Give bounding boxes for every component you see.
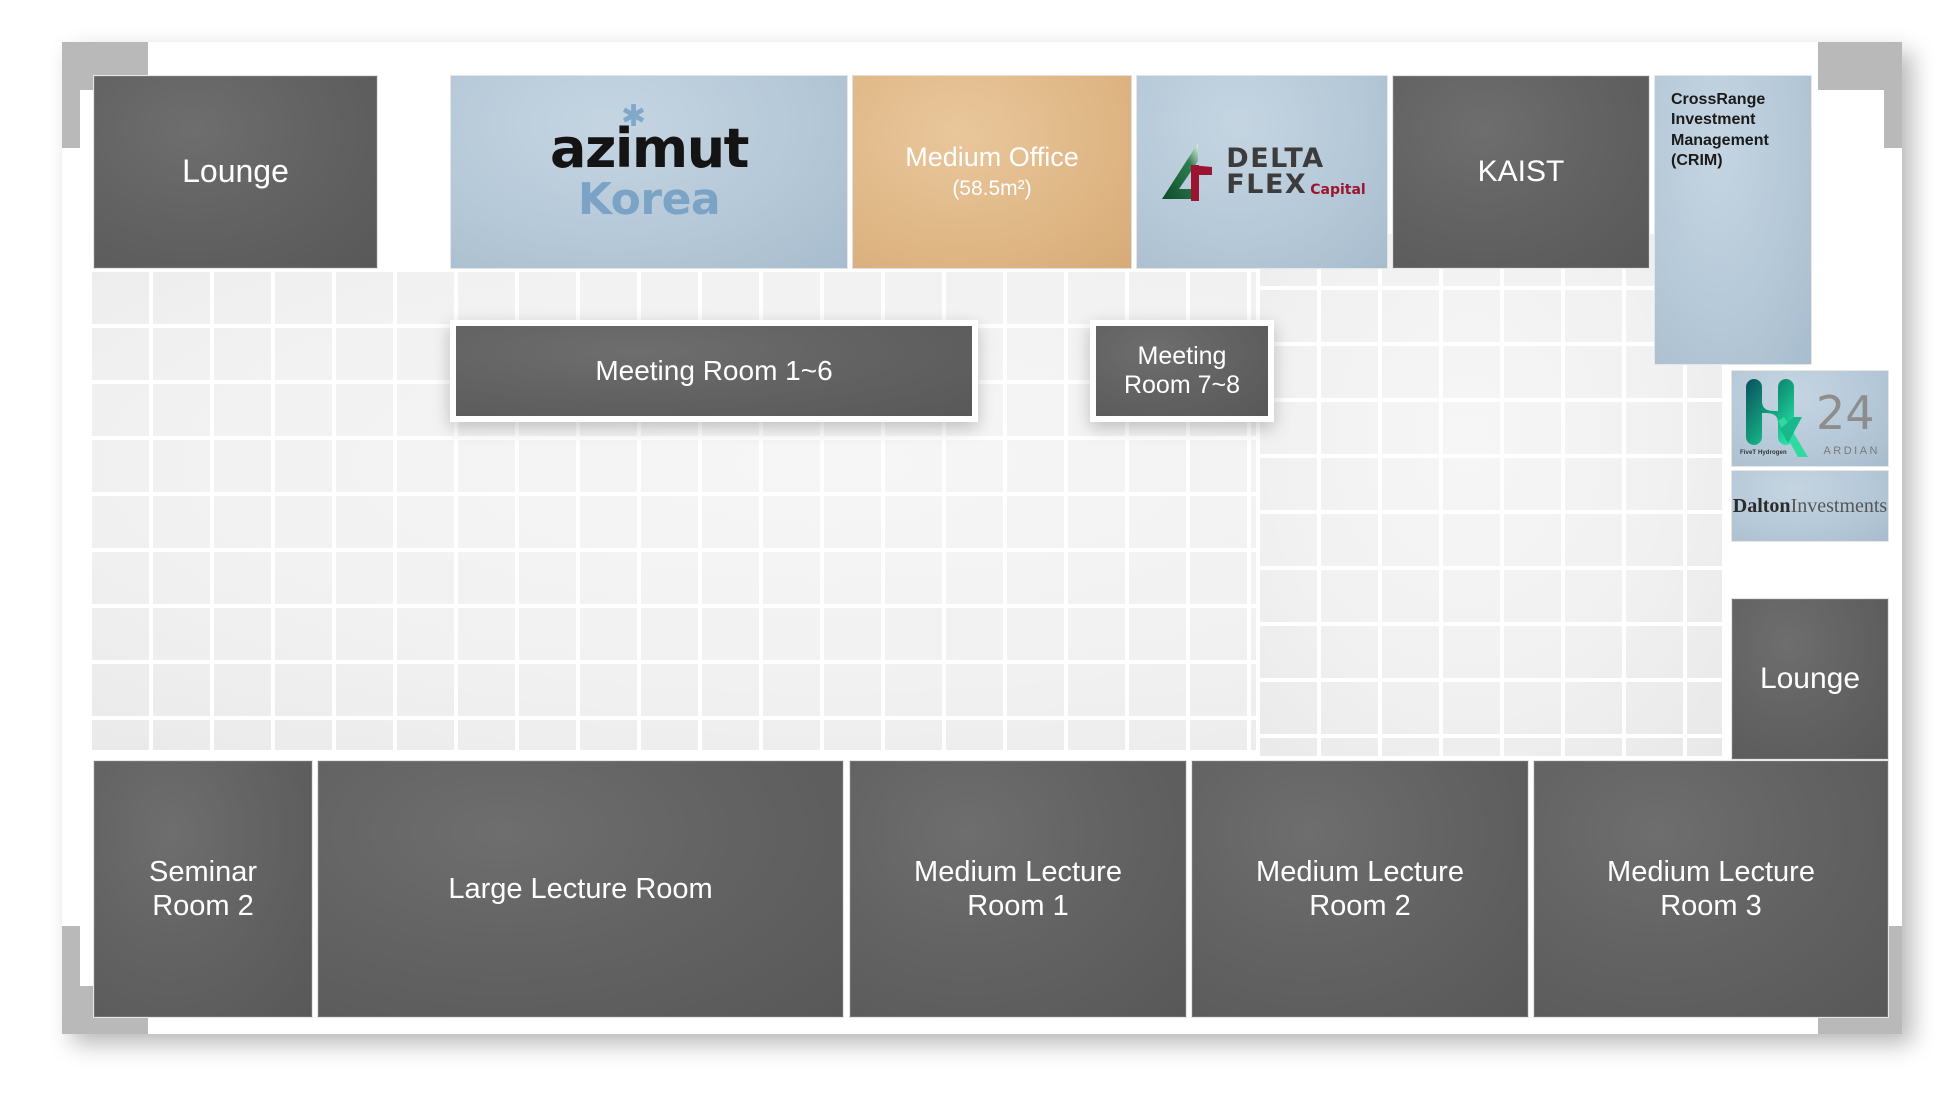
corner-block-top-right-v xyxy=(1884,42,1902,148)
hy24-logo: 24 FiveT Hydrogen ARDIAN xyxy=(1732,371,1888,466)
room-label: KAIST xyxy=(1477,155,1565,189)
hy24-mark-icon: 24 xyxy=(1746,379,1875,457)
dalton-bold-label: Dalton xyxy=(1732,494,1791,517)
investments-label: Investments xyxy=(1790,494,1888,517)
delta-flex-wordmark: DELTA FLEX Capital xyxy=(1226,142,1366,200)
azimut-wordmark: azimut xyxy=(550,117,749,180)
room-label-line1: Medium Lecture xyxy=(1256,855,1464,888)
capital-label: Capital xyxy=(1310,181,1366,198)
room-meeting-1-6[interactable]: Meeting Room 1~6 xyxy=(450,320,978,422)
meeting-7-8-labels: Meeting Room 7~8 xyxy=(1118,342,1246,401)
room-label-line2: Room 3 xyxy=(1660,890,1762,922)
room-label-line1: Seminar xyxy=(149,855,257,888)
tenant-delta-flex-capital[interactable]: DELTA FLEX Capital xyxy=(1136,75,1388,269)
room-label-line2: Room 2 xyxy=(1309,890,1411,922)
svg-text:24: 24 xyxy=(1816,386,1875,440)
corner-block-top-left-v xyxy=(62,42,80,148)
medium-lecture-3-labels: Medium Lecture Room 3 xyxy=(1601,855,1821,923)
seminar-2-labels: Seminar Room 2 xyxy=(143,855,263,923)
azimut-star-icon: ✱ xyxy=(621,100,647,133)
room-label: Large Lecture Room xyxy=(448,872,713,905)
azimut-logo: ✱ azimut Korea xyxy=(550,102,749,225)
room-kaist[interactable]: KAIST xyxy=(1392,75,1650,269)
room-label-line2: Room 7~8 xyxy=(1123,371,1241,399)
room-label-line1: Medium Lecture xyxy=(1607,855,1815,888)
room-medium-lecture-room-3[interactable]: Medium Lecture Room 3 xyxy=(1533,760,1889,1018)
room-seminar-room-2[interactable]: Seminar Room 2 xyxy=(93,760,313,1018)
room-medium-lecture-room-2[interactable]: Medium Lecture Room 2 xyxy=(1191,760,1529,1018)
crossrange-line3: (CRIM) xyxy=(1671,152,1723,170)
delta-flex-logo: DELTA FLEX Capital xyxy=(1158,141,1366,203)
room-meeting-7-8[interactable]: Meeting Room 7~8 xyxy=(1090,320,1274,422)
tenant-azimut-korea[interactable]: ✱ azimut Korea xyxy=(450,75,848,269)
tenant-crossrange-investment-management[interactable]: CrossRange Investment Management (CRIM) xyxy=(1654,75,1812,365)
tenant-dalton-investments[interactable]: DaltonInvestments xyxy=(1731,470,1889,542)
room-large-lecture-room[interactable]: Large Lecture Room xyxy=(317,760,844,1018)
room-lounge-top[interactable]: Lounge xyxy=(93,75,378,269)
azimut-korea-label: Korea xyxy=(577,174,721,225)
room-label-line1: Meeting xyxy=(1137,341,1227,370)
medium-lecture-2-labels: Medium Lecture Room 2 xyxy=(1250,855,1470,923)
room-lounge-right[interactable]: Lounge xyxy=(1731,598,1889,760)
delta-flex-mark-icon xyxy=(1162,143,1213,201)
flex-label: FLEX xyxy=(1226,169,1308,200)
crossrange-logo-text: CrossRange Investment Management (CRIM) xyxy=(1655,76,1811,172)
room-medium-office[interactable]: Medium Office (58.5m²) xyxy=(852,75,1132,269)
room-label-line1: Medium Lecture xyxy=(914,855,1122,888)
delta-label: DELTA xyxy=(1226,142,1325,174)
room-label: Lounge xyxy=(182,153,289,190)
room-label-line2: Room 2 xyxy=(152,890,254,922)
tenant-hy24-ardian[interactable]: 24 FiveT Hydrogen ARDIAN xyxy=(1731,370,1889,467)
dalton-investments-logo: DaltonInvestments xyxy=(1733,495,1887,518)
room-label: Meeting Room 1~6 xyxy=(595,355,833,387)
room-label-line2: Room 1 xyxy=(967,890,1069,922)
medium-lecture-1-labels: Medium Lecture Room 1 xyxy=(908,855,1128,923)
room-label: Lounge xyxy=(1759,662,1861,696)
ardian-label: ARDIAN xyxy=(1823,445,1880,457)
room-label: Medium Office xyxy=(905,142,1079,173)
room-medium-lecture-room-1[interactable]: Medium Lecture Room 1 xyxy=(849,760,1187,1018)
medium-office-labels: Medium Office (58.5m²) xyxy=(899,142,1085,202)
crossrange-line2: Investment Management xyxy=(1671,111,1769,149)
room-area-label: (58.5m²) xyxy=(952,177,1032,201)
corridor-right-wall xyxy=(1724,264,1734,758)
corner-block-bottom-left-v xyxy=(62,926,80,1034)
crossrange-line1: CrossRange xyxy=(1671,91,1766,108)
fivet-hydrogen-label: FiveT Hydrogen xyxy=(1740,450,1787,456)
